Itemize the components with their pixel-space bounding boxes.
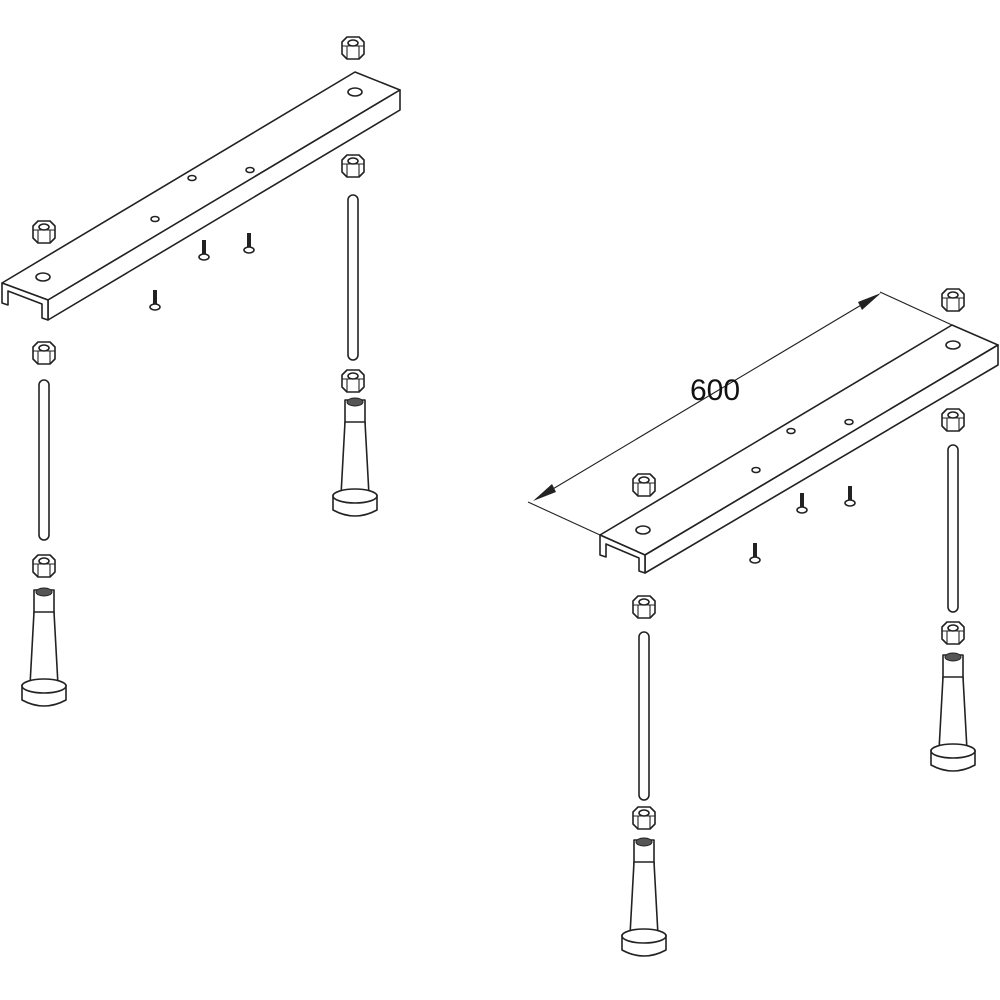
- hex-nut-icon: [941, 288, 965, 312]
- hex-nut-icon: [632, 595, 656, 619]
- adjustable-foot-icon: [332, 397, 378, 517]
- screw-icon: [148, 288, 162, 312]
- dimension-label: 600: [690, 374, 740, 407]
- adjustable-foot-icon: [21, 587, 67, 707]
- adjustable-foot-icon: [621, 837, 667, 957]
- left-rail: [1, 71, 401, 321]
- hex-nut-icon: [632, 473, 656, 497]
- hex-nut-icon: [941, 408, 965, 432]
- hex-nut-icon: [341, 369, 365, 393]
- threaded-rod: [947, 444, 959, 613]
- hex-nut-icon: [632, 806, 656, 830]
- threaded-rod: [38, 379, 50, 541]
- right-rail: [599, 324, 999, 574]
- hex-nut-icon: [32, 554, 56, 578]
- hardware-parts: [21, 36, 976, 957]
- hex-nut-icon: [941, 621, 965, 645]
- threaded-rod: [347, 194, 359, 361]
- screw-icon: [795, 491, 809, 515]
- hex-nut-icon: [341, 154, 365, 178]
- screw-icon: [197, 238, 211, 262]
- adjustable-foot-icon: [930, 652, 976, 772]
- right-leg-assembly: 600: [527, 291, 999, 801]
- threaded-rod: [638, 631, 650, 801]
- screw-icon: [748, 541, 762, 565]
- dimension-line: 600: [527, 291, 953, 536]
- hex-nut-icon: [32, 220, 56, 244]
- screw-icon: [843, 484, 857, 508]
- hex-nut-icon: [341, 36, 365, 60]
- left-leg-assembly: [1, 71, 401, 541]
- hex-nut-icon: [32, 341, 56, 365]
- screw-icon: [242, 231, 256, 255]
